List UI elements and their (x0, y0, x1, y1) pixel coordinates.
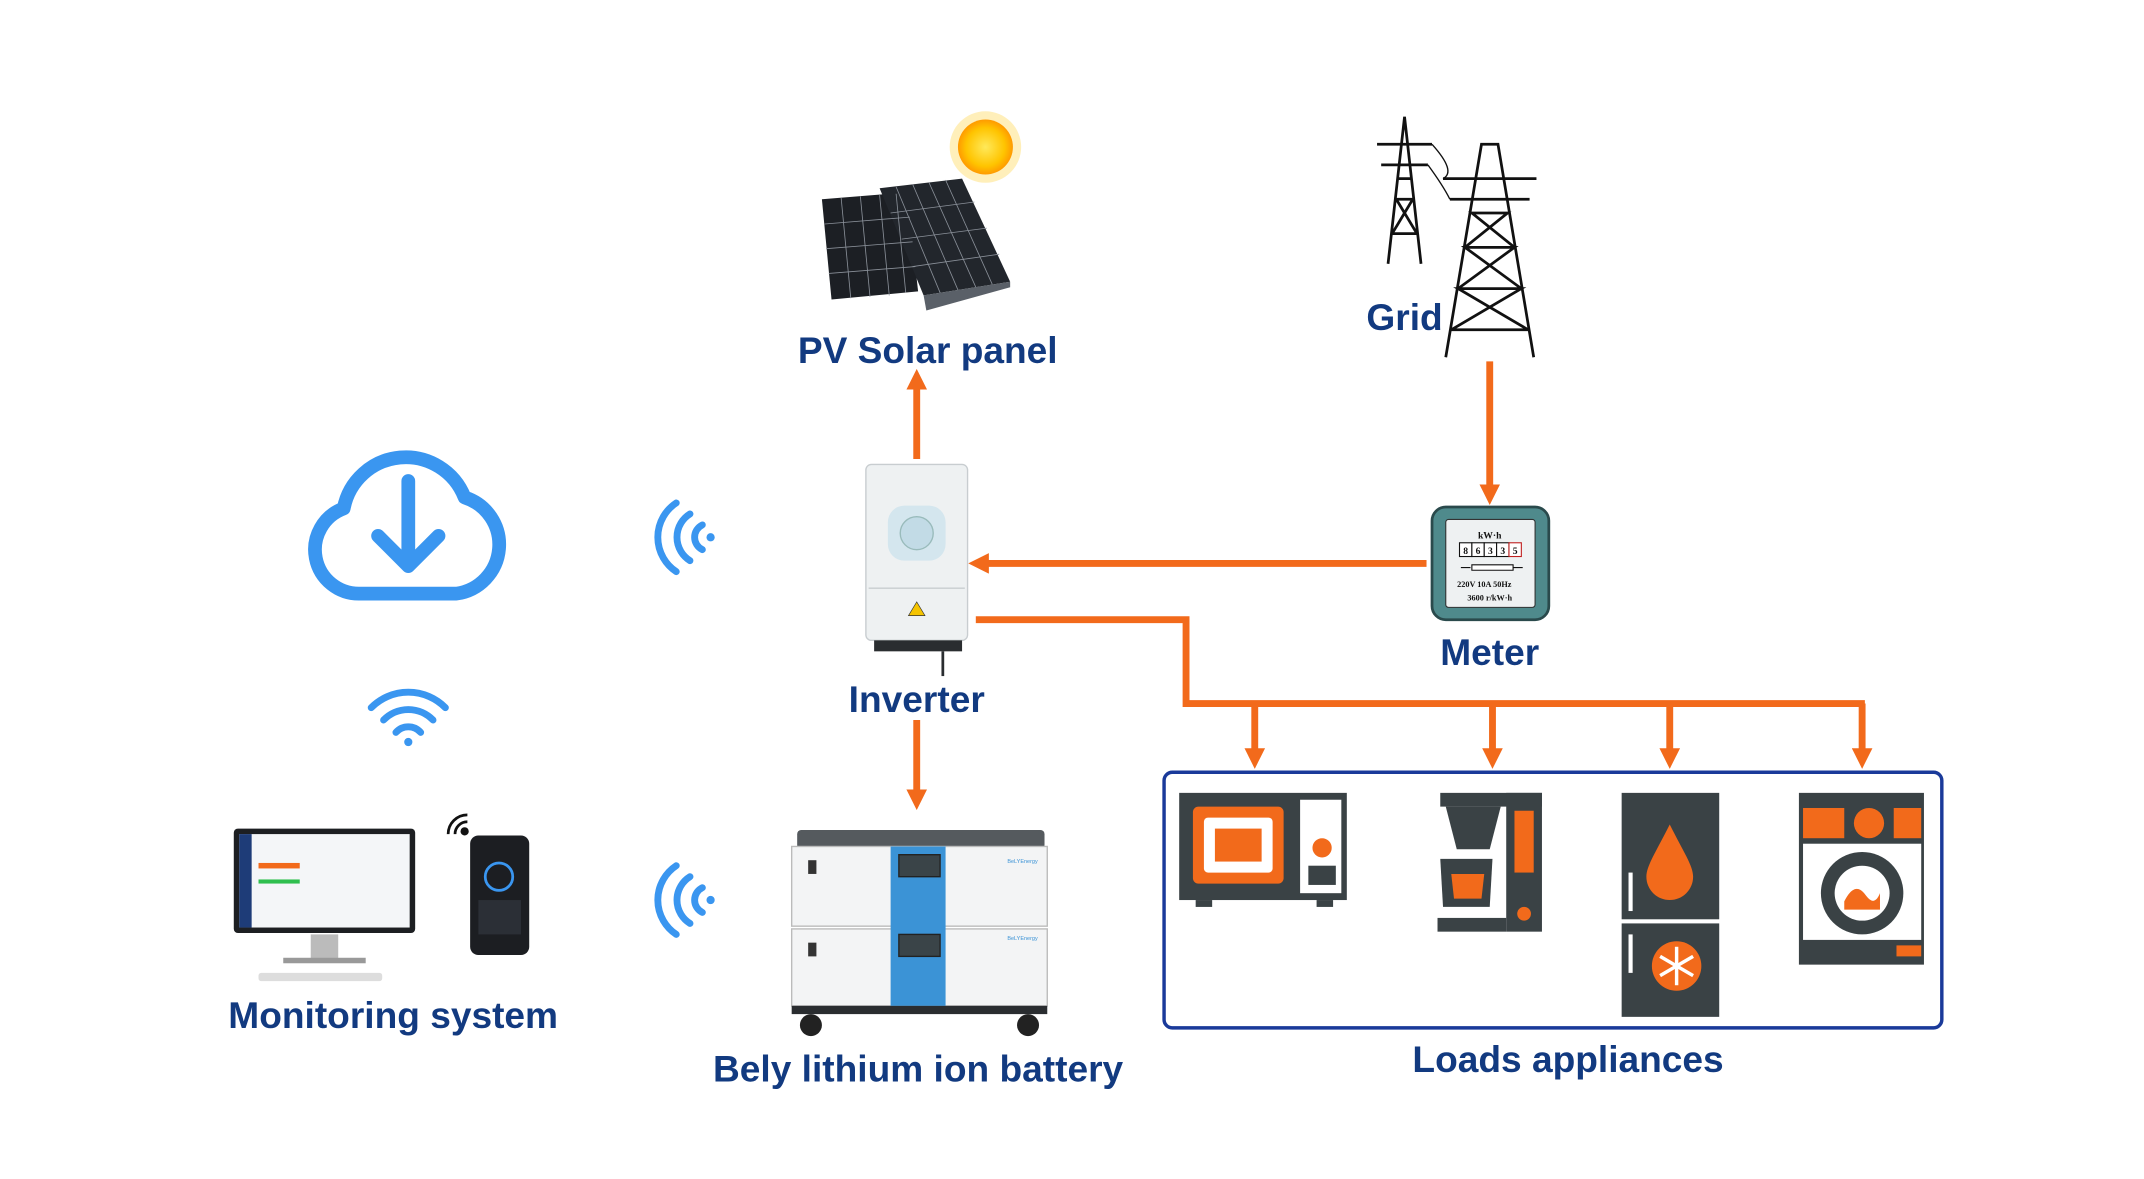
meter-digit: 3 (1488, 546, 1493, 557)
monitoring-label: Monitoring system (228, 994, 558, 1036)
grid-label: Grid (1366, 296, 1442, 338)
meter-label: Meter (1440, 631, 1539, 673)
wifi-icon (367, 688, 449, 747)
coffee-maker-icon (1437, 792, 1542, 932)
battery-label: Bely lithium ion battery (713, 1047, 1124, 1089)
sun-icon (949, 111, 1022, 183)
flow-inverter-to-loads (975, 616, 1865, 707)
solar-panel-label: PV Solar panel (798, 329, 1058, 371)
energy-flows (906, 361, 1873, 811)
loads-box (1162, 770, 1944, 1030)
loads-label: Loads appliances (1412, 1038, 1723, 1080)
meter-icon: kW·h 8 6 3 3 5 220V 10A 50Hz 3600 r/kW·h (1430, 505, 1551, 622)
meter-digit: 5 (1513, 546, 1518, 557)
meter-digits: 8 6 3 3 5 (1458, 542, 1522, 558)
monitor-icon (233, 828, 416, 982)
wireless-signal-icon (654, 862, 715, 938)
meter-constant: 3600 r/kW·h (1467, 593, 1512, 602)
power-tower-icon (1377, 116, 1537, 358)
meter-digit: 3 (1500, 546, 1505, 557)
cloud-download-icon (308, 450, 507, 601)
microwave-icon (1179, 792, 1347, 907)
meter-unit: kW·h (1478, 531, 1502, 542)
solar-panel-icon (821, 178, 1011, 311)
wireless-signal-icon (654, 499, 715, 576)
washing-machine-icon (1798, 792, 1924, 965)
inverter-icon (865, 463, 969, 677)
battery-brand: BeLYEnergy (1007, 936, 1038, 942)
inverter-label: Inverter (849, 678, 985, 720)
wifi-icon (446, 813, 469, 836)
phone-icon (470, 835, 530, 956)
refrigerator-icon (1621, 792, 1720, 1017)
battery-brand: BeLYEnergy (1007, 859, 1038, 865)
meter-rating: 220V 10A 50Hz (1457, 580, 1512, 589)
battery-icon: BeLYEnergy BeLYEnergy (790, 829, 1048, 1037)
meter-digit: 8 (1463, 546, 1468, 557)
meter-digit: 6 (1476, 546, 1481, 557)
